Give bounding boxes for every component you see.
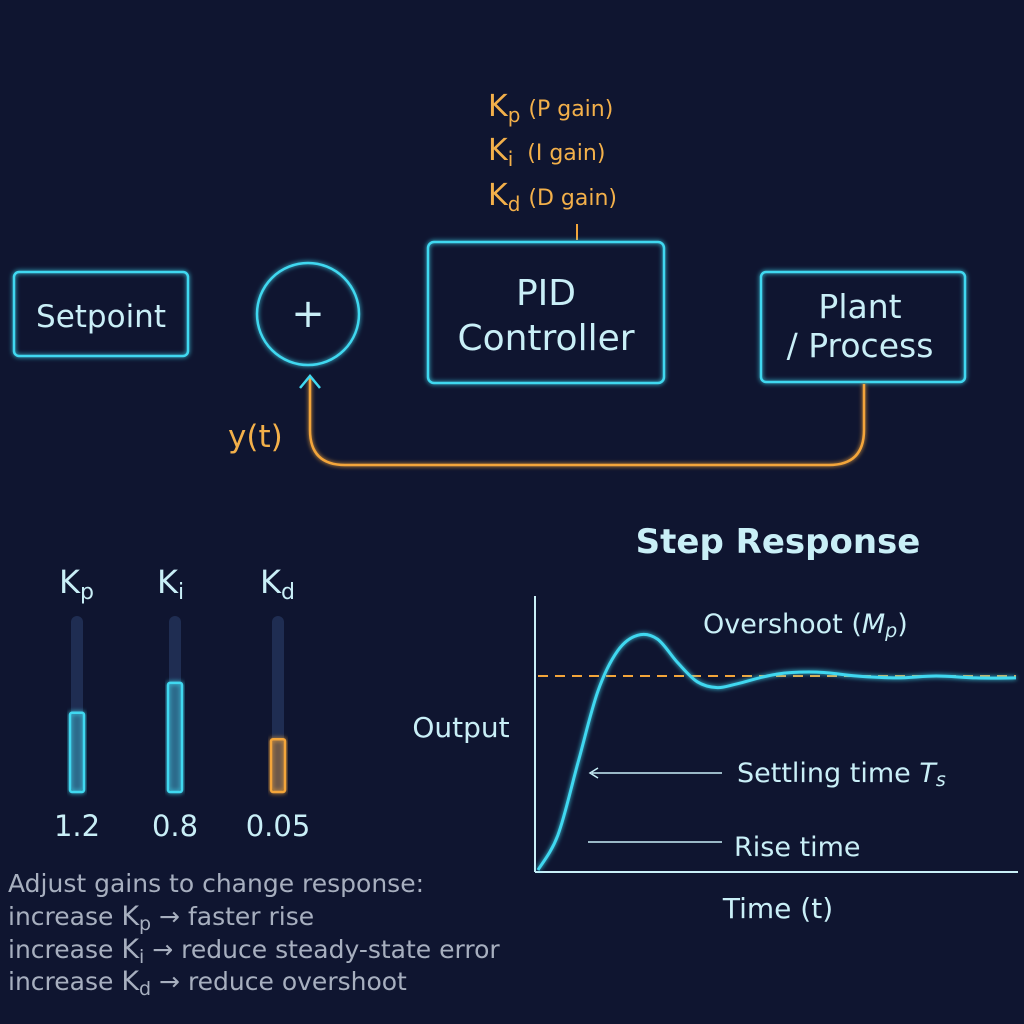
- feedback-arrowhead: [299, 374, 321, 389]
- x-axis-label: Time (t): [722, 892, 833, 925]
- setpoint-block: [12, 270, 190, 358]
- kp-gain-label: Kp(P gain): [488, 89, 613, 127]
- instruction-line-ki: increase Ki → reduce steady-state error: [8, 934, 500, 968]
- feedback-label: y(t): [228, 419, 283, 455]
- response-curve: [536, 632, 1017, 871]
- step-response-chart: Step Response Output Time (t) Overshoot …: [412, 522, 1018, 925]
- instruction-line-kd: increase Kd → reduce overshoot: [8, 966, 407, 1000]
- pid-controller-block: [426, 240, 666, 385]
- setpoint-label: Setpoint: [36, 299, 166, 335]
- gain-sliders: Kp 1.2 Ki 0.8 Kd 0.05: [54, 563, 310, 843]
- plant-label-line2: / Process: [787, 326, 934, 365]
- overshoot-annotation: Overshoot (Mp): [703, 609, 908, 642]
- block-diagram: [12, 240, 1023, 467]
- feedback-path: [308, 378, 866, 467]
- pid-label-line2: Controller: [457, 318, 634, 359]
- kp-slider-label: Kp: [59, 563, 94, 605]
- kd-gain-label: Kd(D gain): [488, 178, 617, 216]
- kd-slider-value: 0.05: [246, 809, 311, 843]
- chart-title: Step Response: [636, 522, 921, 562]
- gains-header: Kp(P gain) Ki(I gain) Kd(D gain): [488, 89, 617, 240]
- settling-time-pointer-head: [588, 767, 599, 779]
- summing-junction: [255, 261, 361, 367]
- settling-time-annotation: Settling time Ts: [737, 758, 946, 791]
- ki-slider-label: Ki: [157, 563, 184, 605]
- pid-label-line1: PID: [516, 273, 576, 314]
- kp-slider-fill[interactable]: [68, 711, 86, 794]
- y-axis-label: Output: [412, 711, 509, 744]
- instructions-heading: Adjust gains to change response:: [8, 869, 424, 898]
- kd-slider-fill[interactable]: [269, 737, 287, 794]
- plant-block: [759, 270, 967, 384]
- ki-slider-value: 0.8: [152, 809, 198, 843]
- instructions: Adjust gains to change response: increas…: [8, 869, 500, 1000]
- sum-plus-symbol: +: [291, 291, 325, 337]
- block-labels: Setpoint + PID Controller Plant / Proces…: [36, 273, 933, 455]
- kp-slider-value: 1.2: [54, 809, 100, 843]
- kd-slider-label: Kd: [260, 563, 295, 605]
- instruction-line-kp: increase Kp → faster rise: [8, 901, 314, 935]
- ki-gain-label: Ki(I gain): [488, 133, 605, 171]
- plant-label-line1: Plant: [818, 287, 901, 326]
- ki-slider-fill[interactable]: [166, 681, 184, 794]
- rise-time-annotation: Rise time: [734, 832, 861, 863]
